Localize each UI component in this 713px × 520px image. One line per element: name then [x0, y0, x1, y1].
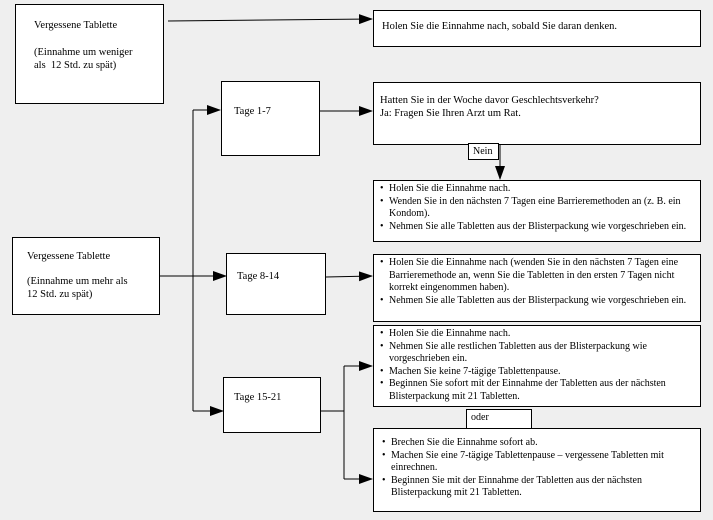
days-15-21-option-b-box: Brechen Sie die Einnahme sofort ab. Mach… [373, 428, 701, 512]
days-1-7-actions-list: Holen Sie die Einnahme nach. Wenden Sie … [380, 183, 694, 233]
oder-label: oder [471, 412, 489, 423]
days-8-14-box: Tage 8-14 [226, 253, 326, 315]
list-item: Holen Sie die Einnahme nach. [380, 328, 694, 341]
days-1-7-actions-box: Holen Sie die Einnahme nach. Wenden Sie … [373, 180, 701, 242]
take-asap-box: Holen Sie die Einnahme nach, sobald Sie … [373, 10, 701, 47]
arrow-lt12-to-take [167, 14, 373, 25]
days-8-14-actions-box: Holen Sie die Einnahme nach (wenden Sie … [373, 254, 701, 322]
missed-lt12-note-2: als 12 Std. zu spät) [34, 60, 117, 72]
list-item: Machen Sie eine 7-tägige Tablettenpause … [382, 450, 692, 475]
days-8-14-label: Tage 8-14 [237, 271, 280, 282]
list-item: Nehmen Sie alle Tabletten aus der Bliste… [380, 221, 694, 234]
list-item: Wenden Sie in den nächsten 7 Tagen eine … [380, 196, 694, 221]
list-item: Holen Sie die Einnahme nach. [380, 183, 694, 196]
days-15-21-option-a-list: Holen Sie die Einnahme nach. Nehmen Sie … [380, 328, 694, 403]
arrow-days-8-14-to-actions [325, 271, 373, 282]
intercourse-question-box: Hatten Sie in der Woche davor Geschlecht… [373, 82, 701, 145]
days-1-7-label: Tage 1-7 [234, 106, 271, 117]
missed-gt12-title: Vergessene Tablette [27, 251, 111, 262]
missed-lt12-box: Vergessene Tablette (Einnahme um weniger… [15, 4, 164, 104]
nein-label: Nein [473, 146, 493, 157]
take-asap-text: Holen Sie die Einnahme nach, sobald Sie … [382, 21, 618, 32]
list-item: Machen Sie keine 7-tägige Tablettenpause… [380, 366, 694, 379]
nein-label-box: Nein [468, 143, 499, 160]
list-item: Beginnen Sie sofort mit der Einnahme der… [380, 378, 694, 403]
oder-label-box: oder [466, 409, 532, 429]
list-item: Beginnen Sie mit der Einnahme der Tablet… [382, 475, 692, 500]
days-15-21-label: Tage 15-21 [234, 392, 282, 403]
days-8-14-actions-list: Holen Sie die Einnahme nach (wenden Sie … [380, 257, 694, 307]
missed-gt12-note-1: (Einnahme um mehr als [27, 276, 128, 288]
list-item: Holen Sie die Einnahme nach (wenden Sie … [380, 257, 694, 295]
intercourse-advice-text: Ja: Fragen Sie Ihren Arzt um Rat. [380, 108, 521, 120]
list-item: Nehmen Sie alle Tabletten aus der Bliste… [380, 295, 694, 308]
missed-gt12-note-2: 12 Std. zu spät) [27, 289, 93, 301]
missed-lt12-title: Vergessene Tablette [34, 20, 118, 31]
missed-gt12-box: Vergessene Tablette (Einnahme um mehr al… [12, 237, 160, 315]
days-1-7-box: Tage 1-7 [221, 81, 320, 156]
days-15-21-option-a-box: Holen Sie die Einnahme nach. Nehmen Sie … [373, 325, 701, 407]
days-15-21-option-b-list: Brechen Sie die Einnahme sofort ab. Mach… [382, 437, 692, 500]
days-15-21-box: Tage 15-21 [223, 377, 321, 433]
list-item: Brechen Sie die Einnahme sofort ab. [382, 437, 692, 450]
list-item: Nehmen Sie alle restlichen Tabletten aus… [380, 341, 694, 366]
intercourse-question-text: Hatten Sie in der Woche davor Geschlecht… [380, 95, 599, 106]
missed-lt12-note-1: (Einnahme um weniger [34, 47, 133, 59]
